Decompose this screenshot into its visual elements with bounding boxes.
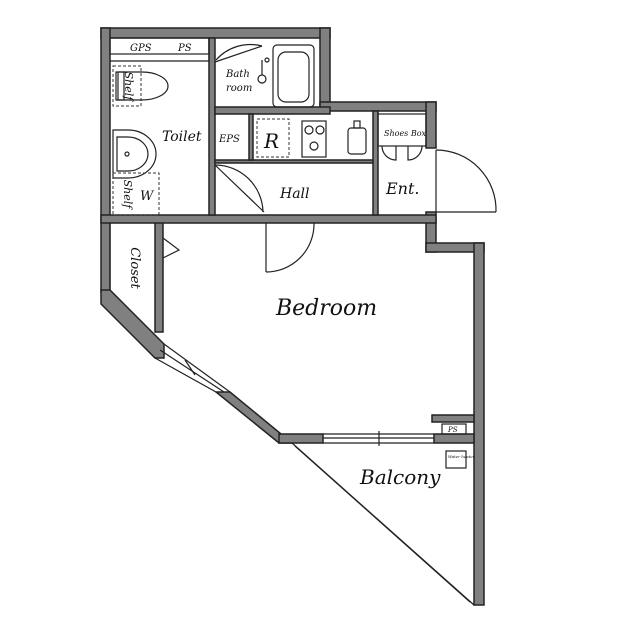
toilet-label: Toilet: [162, 129, 202, 145]
refrigerator-label: R: [263, 129, 279, 153]
ps-top-label: PS: [177, 43, 192, 54]
shoes-box-label: Shoes Box: [384, 129, 427, 138]
washer-label: W: [140, 189, 155, 204]
bath-label: Bath: [225, 69, 250, 80]
ps-bottom-label: PS: [447, 426, 458, 434]
bedroom-door: [265, 222, 315, 273]
entrance-door: [435, 149, 497, 213]
hall-label: Hall: [279, 186, 310, 202]
room-label: room: [226, 83, 252, 94]
balcony-window: [323, 431, 434, 446]
kitchen-sink: [347, 120, 367, 155]
closet: Closet: [109, 223, 181, 290]
eps-label: EPS: [218, 134, 240, 145]
shelf-top-label: Shelf: [122, 72, 135, 103]
diagonal-window: [154, 343, 231, 393]
toilet-fixture: Shelf: [112, 65, 169, 107]
water-heater-label: Water heater: [448, 454, 476, 459]
closet-label: Closet: [127, 247, 142, 289]
bathroom: Bath room: [214, 43, 315, 108]
balcony-label: Balcony: [359, 465, 441, 489]
walls: [100, 27, 485, 606]
refrigerator: R: [256, 118, 290, 158]
shelf-bottom-label: Shelf: [121, 180, 134, 211]
shoes-box: Shoes Box: [377, 113, 427, 161]
bedroom-label: Bedroom: [275, 296, 377, 321]
sink-fixture: [112, 129, 157, 179]
washer-area: Shelf W: [112, 172, 160, 216]
balcony: Water heater Balcony: [291, 442, 476, 606]
toilet-door: [214, 164, 265, 213]
entrance-label: Ent.: [385, 179, 420, 198]
ps-bottom: PS: [441, 423, 467, 435]
stove: [301, 120, 327, 158]
gps-ps-band: GPS PS: [109, 37, 210, 62]
gps-label: GPS: [130, 43, 152, 54]
